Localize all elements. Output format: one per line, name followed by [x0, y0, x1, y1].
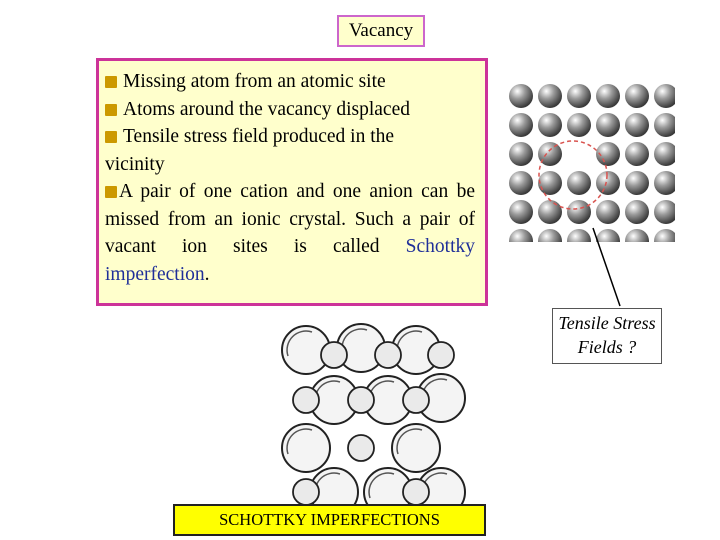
schottky-crystal-image — [281, 323, 466, 510]
cation-sphere — [292, 478, 320, 506]
sphere-shading — [286, 330, 313, 357]
cation-sphere — [427, 341, 455, 369]
square-bullet-icon — [105, 76, 117, 88]
atom — [509, 142, 533, 166]
cation-sphere — [374, 341, 402, 369]
atom — [538, 229, 562, 242]
bullet-4: A pair of one cation and one anion can b… — [105, 181, 475, 285]
anion-sphere — [391, 423, 441, 473]
sphere-shading — [396, 428, 423, 455]
tensile-stress-label: Tensile Stress Fields ? — [552, 308, 662, 364]
atom — [538, 142, 562, 166]
cation-sphere — [347, 434, 375, 462]
anion-sphere — [281, 423, 331, 473]
bullet-text-box: Missing atom from an atomic site Atoms a… — [96, 58, 488, 306]
atom — [567, 229, 591, 242]
bullet-2: Atoms around the vacancy displaced — [105, 96, 475, 124]
cation-sphere — [402, 386, 430, 414]
atom — [654, 229, 675, 242]
atom — [509, 84, 533, 108]
square-bullet-icon — [105, 103, 117, 116]
schottky-caption: SCHOTTKY IMPERFECTIONS — [173, 504, 486, 536]
tensile-stress-circle — [538, 140, 608, 210]
bullet-1: Missing atom from an atomic site — [105, 68, 475, 96]
atom — [538, 84, 562, 108]
square-bullet-icon — [105, 131, 117, 143]
atom — [509, 200, 533, 224]
atom — [509, 113, 533, 137]
ionic-spheres — [281, 323, 466, 510]
atom — [567, 84, 591, 108]
sphere-shading — [368, 472, 395, 499]
atom — [596, 84, 620, 108]
atom — [538, 171, 562, 195]
atom — [625, 171, 649, 195]
atom — [509, 229, 533, 242]
lattice-atoms — [509, 84, 675, 242]
atom — [625, 113, 649, 137]
atom — [654, 84, 675, 108]
atom — [596, 229, 620, 242]
atom — [654, 171, 675, 195]
atom — [654, 200, 675, 224]
cation-sphere — [320, 341, 348, 369]
atom — [625, 142, 649, 166]
atom — [538, 113, 562, 137]
atom — [625, 200, 649, 224]
atom — [625, 229, 649, 242]
atom — [596, 142, 620, 166]
square-bullet-icon — [105, 186, 117, 198]
atom — [596, 113, 620, 137]
sphere-shading — [286, 428, 313, 455]
atom — [538, 200, 562, 224]
cation-sphere — [347, 386, 375, 414]
atom — [654, 113, 675, 137]
atom — [625, 84, 649, 108]
slide-title: Vacancy — [337, 15, 425, 47]
atom — [567, 113, 591, 137]
atom — [509, 171, 533, 195]
cation-sphere — [292, 386, 320, 414]
atom — [567, 200, 591, 224]
cation-sphere — [402, 478, 430, 506]
atom — [596, 200, 620, 224]
vacancy-lattice-diagram — [509, 84, 675, 242]
atom — [596, 171, 620, 195]
atom — [654, 142, 675, 166]
schottky-highlight: Schottky imperfection — [105, 236, 475, 285]
atom — [567, 171, 591, 195]
